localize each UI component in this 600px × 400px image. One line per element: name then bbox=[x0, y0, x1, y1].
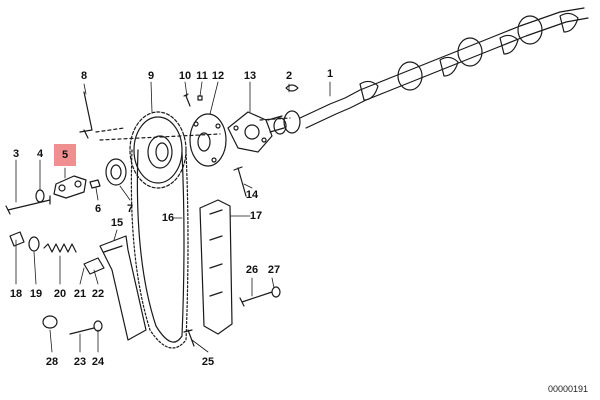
bolt-26 bbox=[239, 291, 273, 307]
sleeve-24 bbox=[93, 320, 103, 332]
bushing bbox=[105, 158, 127, 186]
callout-14[interactable]: 14 bbox=[245, 189, 259, 201]
leader-lines bbox=[15, 81, 331, 353]
callout-20[interactable]: 20 bbox=[53, 288, 67, 300]
callout-23[interactable]: 23 bbox=[73, 356, 87, 368]
callout-13[interactable]: 13 bbox=[243, 70, 257, 82]
callout-18[interactable]: 18 bbox=[9, 288, 23, 300]
bolt-3 bbox=[5, 195, 51, 215]
pin-10 bbox=[183, 93, 191, 107]
callout-24[interactable]: 24 bbox=[91, 356, 105, 368]
hub-plate bbox=[189, 113, 227, 167]
callout-12[interactable]: 12 bbox=[211, 70, 225, 82]
tensioner-rail bbox=[99, 235, 147, 341]
timing-chain bbox=[130, 149, 189, 349]
callout-17[interactable]: 17 bbox=[249, 210, 263, 222]
pin-11 bbox=[197, 95, 203, 101]
callout-21[interactable]: 21 bbox=[73, 288, 87, 300]
guide-rail bbox=[199, 199, 233, 335]
camshaft-sprocket bbox=[129, 111, 187, 189]
washer-27 bbox=[271, 286, 281, 298]
callout-15[interactable]: 15 bbox=[110, 217, 124, 229]
bolt-14 bbox=[233, 166, 247, 197]
guide-lines bbox=[95, 117, 291, 141]
pin-23 bbox=[69, 327, 95, 335]
callout-10[interactable]: 10 bbox=[178, 70, 192, 82]
cap-28 bbox=[42, 315, 58, 329]
callout-28[interactable]: 28 bbox=[45, 356, 59, 368]
bolt-8 bbox=[79, 91, 93, 139]
callout-6[interactable]: 6 bbox=[94, 203, 102, 215]
callout-4[interactable]: 4 bbox=[36, 148, 44, 160]
callout-26[interactable]: 26 bbox=[245, 264, 259, 276]
diagram-code: 00000191 bbox=[547, 384, 588, 394]
camshaft bbox=[267, 7, 589, 135]
bolt-25 bbox=[183, 329, 195, 347]
callout-1[interactable]: 1 bbox=[326, 68, 334, 80]
callout-2[interactable]: 2 bbox=[285, 70, 293, 82]
callout-16[interactable]: 16 bbox=[161, 212, 175, 224]
callout-8[interactable]: 8 bbox=[80, 70, 88, 82]
callout-9[interactable]: 9 bbox=[147, 70, 155, 82]
callout-27[interactable]: 27 bbox=[267, 264, 281, 276]
callout-5[interactable]: 5 bbox=[61, 149, 69, 161]
callout-19[interactable]: 19 bbox=[29, 288, 43, 300]
callout-25[interactable]: 25 bbox=[201, 356, 215, 368]
key bbox=[285, 84, 299, 92]
tensioner-assembly bbox=[9, 231, 105, 275]
highlight-box bbox=[54, 144, 76, 166]
flange-plate bbox=[227, 111, 273, 153]
washer-4 bbox=[35, 189, 45, 203]
callout-11[interactable]: 11 bbox=[196, 70, 208, 82]
callout-3[interactable]: 3 bbox=[12, 148, 20, 160]
nut-6 bbox=[89, 179, 101, 189]
callout-22[interactable]: 22 bbox=[91, 288, 105, 300]
callout-7[interactable]: 7 bbox=[126, 203, 134, 215]
bracket-5 bbox=[53, 175, 87, 199]
